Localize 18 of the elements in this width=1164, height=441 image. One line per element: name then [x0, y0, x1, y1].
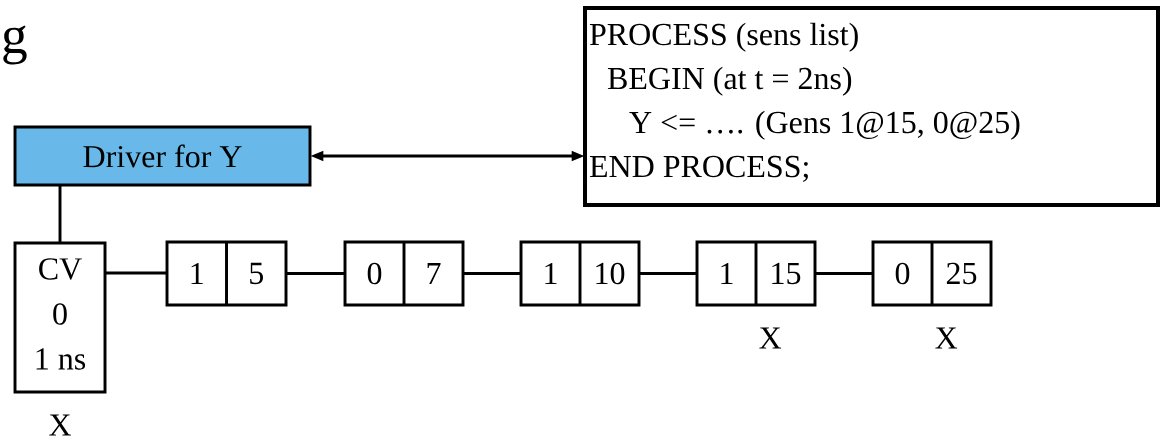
marker-label: X: [759, 327, 782, 349]
code-box: PROCESS (sens list) BEGIN (at t = 2ns) Y <= …. (Gens 1@15, 0@25) END PROCESS;: [583, 6, 1160, 207]
connector-line: [286, 272, 345, 275]
transaction-box: 1 5: [165, 240, 288, 307]
driver-box: Driver for Y: [13, 125, 312, 187]
transaction-box: 0 7: [343, 240, 465, 307]
connector-line: [463, 272, 521, 275]
marker-label: X: [935, 327, 958, 349]
cut-off-text: g: [3, 25, 27, 65]
connector-line: [105, 271, 167, 275]
connector-line: [639, 272, 697, 275]
transaction-box: 0 25: [871, 240, 993, 307]
marker-label: X: [49, 414, 71, 436]
connector-line: [815, 272, 873, 275]
value-box: CV 0 1 ns: [13, 241, 107, 394]
connector-line: [58, 185, 62, 243]
transaction-box: 1 15: [695, 240, 817, 307]
transaction-box: 1 10: [519, 240, 641, 307]
